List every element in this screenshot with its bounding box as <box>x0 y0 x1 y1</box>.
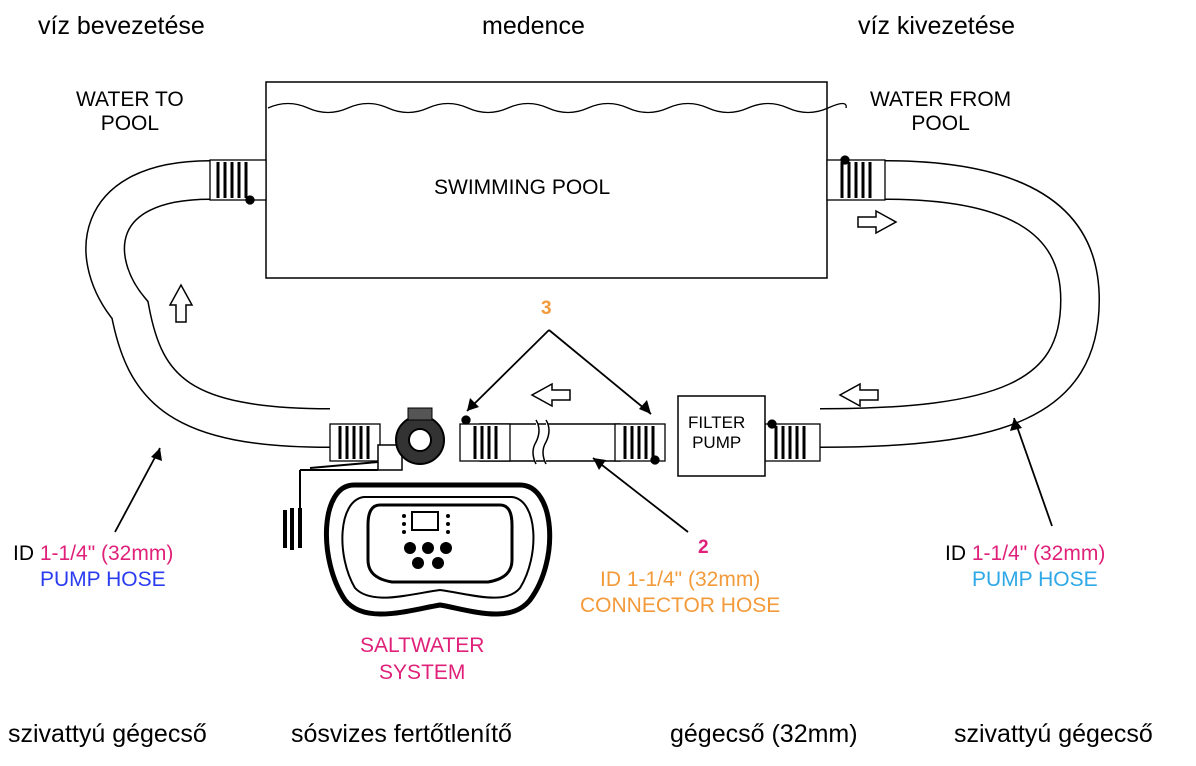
pump-outlet-fitting <box>764 419 821 462</box>
flow-arrow-left-pump <box>838 382 879 408</box>
callout-number-3: 3 <box>541 298 552 319</box>
leader-lines <box>114 329 1053 533</box>
label-pump-hose-left-hu: szivattyú gégecső <box>8 720 207 748</box>
filter-pump-box <box>677 395 766 477</box>
label-water-from-pool: WATER FROM POOL <box>870 88 1012 136</box>
label-connector-hose: ID 1-1/4" (32mm) CONNECTOR HOSE <box>580 568 781 618</box>
outlet-fitting-saltwater <box>459 415 511 462</box>
callout-number-2: 2 <box>698 537 709 558</box>
label-right-pump-hose: ID 1-1/4" (32mm) PUMP HOSE <box>945 542 1106 592</box>
label-saltwater-hu: sósvizes fertőtlenítő <box>291 720 512 748</box>
pool-inlet-fitting <box>209 159 267 205</box>
saltwater-system-device <box>283 407 553 617</box>
hose-break-mark <box>532 419 550 465</box>
label-saltwater-system: SALTWATER SYSTEM <box>360 634 485 685</box>
flow-arrow-left-connector <box>530 382 571 408</box>
pool-outlet-fitting <box>826 155 886 201</box>
leader-arrowheads <box>151 398 1022 470</box>
label-water-to-pool: WATER TO POOL <box>76 88 184 136</box>
inlet-fitting-saltwater <box>329 423 381 462</box>
label-connector-hu: gégecső (32mm) <box>670 720 858 748</box>
label-pump-hose-right-hu: szivattyú gégecső <box>954 720 1153 748</box>
label-filter-pump: FILTER PUMP <box>688 413 746 452</box>
flow-arrow-right <box>857 209 898 235</box>
pump-inlet-fitting <box>614 423 666 465</box>
water-surface-wave <box>267 102 847 114</box>
label-left-pump-hose: ID 1-1/4" (32mm) PUMP HOSE <box>13 542 174 592</box>
flow-arrow-up <box>168 283 194 323</box>
label-water-in-hu: víz bevezetése <box>38 12 205 40</box>
label-swimming-pool: SWIMMING POOL <box>434 176 611 199</box>
label-pool-hu: medence <box>482 12 585 40</box>
swimming-pool-box <box>265 81 828 279</box>
label-water-out-hu: víz kivezetése <box>858 12 1016 40</box>
